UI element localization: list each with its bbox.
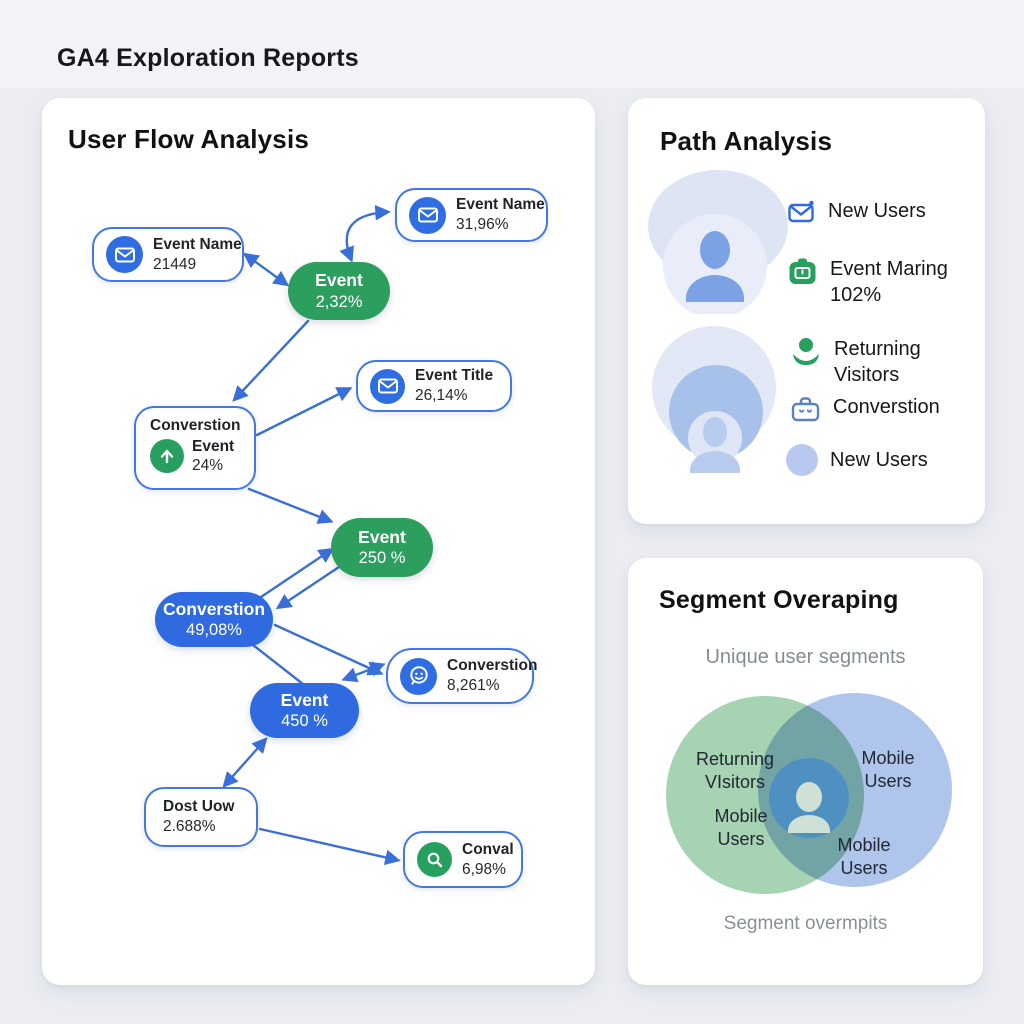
flow-node-event-name-2[interactable]: Event Name 31,96% (395, 188, 548, 242)
flow-node-dost-uow[interactable]: Dost Uow 2.688% (144, 787, 258, 847)
path-analysis-title: Path Analysis (660, 126, 833, 156)
segment-subtitle: Unique user segments (705, 646, 906, 668)
user-flow-card: User Flow Analysis Event Name (42, 98, 595, 985)
legend-label: Converstion (833, 396, 940, 418)
venn-center-avatar (769, 758, 849, 838)
flow-node-converstion-event[interactable]: Converstion Event 24% (134, 406, 256, 490)
flow-node-converstion-pill[interactable]: Converstion 49,08% (155, 592, 273, 647)
envelope-icon (409, 196, 446, 234)
legend-label: Event Maring (830, 258, 948, 280)
node-label: Dost Uow (163, 798, 235, 816)
node-value: 450 % (281, 712, 328, 731)
node-value: 2.688% (163, 818, 216, 835)
flow-node-event-title[interactable]: Event Title 26,14% (356, 360, 512, 412)
smiley-chat-icon (400, 657, 437, 695)
legend-event-maring[interactable]: Event Maring 102% (787, 256, 948, 308)
venn-diagram (648, 678, 963, 913)
node-label-2: Event (192, 438, 235, 455)
legend-new-users-2[interactable]: New Users (786, 444, 928, 476)
segment-title: Segment Overaping (659, 586, 899, 614)
search-icon (417, 842, 452, 877)
envelope-outline-icon (787, 198, 816, 232)
node-value: 21449 (153, 255, 197, 273)
briefcase-icon (790, 394, 821, 429)
legend-new-users-1[interactable]: New Users (787, 198, 926, 232)
node-label: Converstion (162, 598, 266, 619)
node-value: 49,08% (186, 621, 242, 640)
legend-value: 102% (830, 284, 882, 306)
legend-label: Returning (834, 338, 921, 360)
legend-label-2: Visitors (834, 364, 900, 386)
node-label: Converstion (150, 417, 241, 434)
event-badge-icon (787, 256, 818, 292)
node-value: 2,32% (315, 292, 363, 311)
segment-overlap-card: Segment Overaping Unique user segments R… (628, 558, 983, 985)
node-label: Event (315, 270, 363, 291)
legend-label: New Users (828, 200, 926, 222)
user-avatar-2 (640, 324, 792, 485)
node-value: 24% (192, 457, 224, 475)
node-label: Event Name (153, 235, 242, 253)
flow-node-event-green-top[interactable]: Event 2,32% (288, 262, 390, 320)
node-label: Converstion (447, 657, 538, 675)
node-value: 31,96% (456, 216, 509, 233)
segment-caption: Segment overmpits (723, 913, 888, 934)
flow-node-event-name-1[interactable]: Event Name 21449 (92, 227, 244, 282)
node-value: 6,98% (462, 860, 506, 878)
node-label: Conval (462, 840, 514, 858)
flow-node-converstion-box[interactable]: Converstion 8,261% (386, 648, 538, 704)
node-label: Event Title (415, 367, 494, 385)
legend-label: New Users (830, 449, 928, 471)
node-label: Event Name (456, 196, 545, 214)
user-avatar-1 (644, 164, 792, 319)
legend-converstion[interactable]: Converstion (790, 394, 940, 429)
flow-node-event-blue[interactable]: Event 450 % (250, 683, 359, 738)
flow-node-event-green-mid[interactable]: Event 250 % (331, 518, 433, 577)
path-analysis-card: Path Analysis New Users (628, 98, 985, 524)
node-value: 8,261% (447, 677, 500, 694)
envelope-icon (370, 368, 405, 404)
person-icon (790, 336, 822, 373)
flow-node-conval[interactable]: Conval 6,98% (403, 831, 523, 888)
header-band (0, 0, 1024, 88)
legend-returning-visitors[interactable]: Returning Visitors (790, 336, 921, 388)
page-title: GA4 Exploration Reports (57, 44, 359, 72)
node-label: Event (358, 526, 406, 547)
venn-circle-blue[interactable] (758, 693, 952, 887)
node-label: Event (280, 689, 329, 710)
circle-icon (786, 444, 818, 476)
node-value: 250 % (358, 549, 406, 568)
arrow-up-icon (150, 439, 184, 474)
node-value: 26,14% (415, 387, 468, 404)
user-flow-title: User Flow Analysis (68, 124, 310, 154)
envelope-icon (106, 236, 143, 273)
